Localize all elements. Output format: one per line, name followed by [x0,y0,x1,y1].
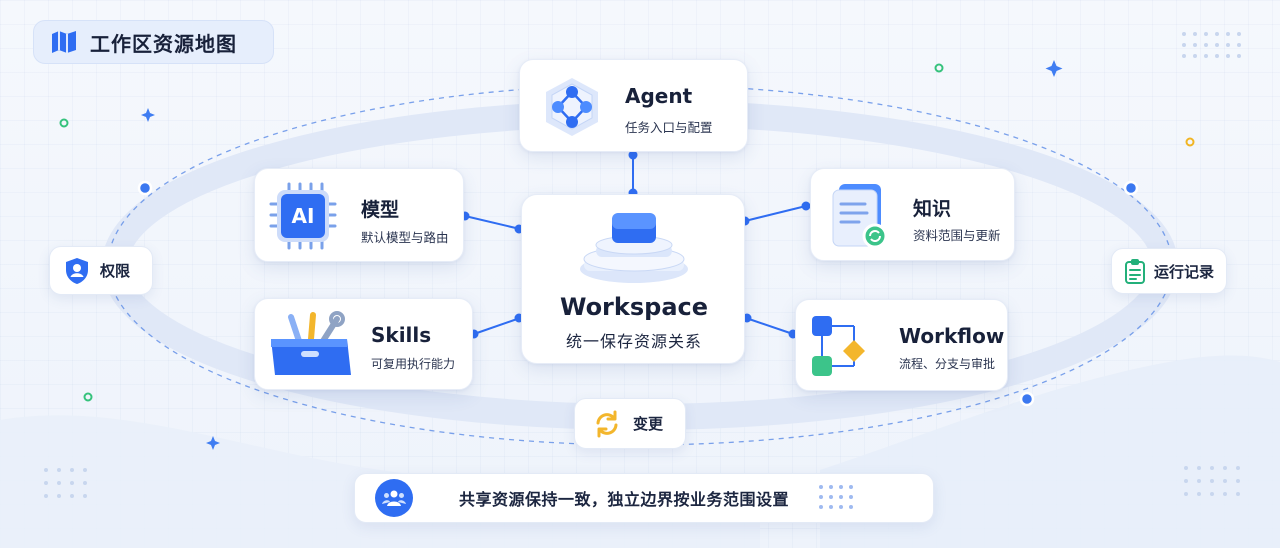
refresh-icon [593,410,621,438]
skills-subtitle: 可复用执行能力 [371,357,456,371]
flowchart-icon [810,314,872,384]
workspace-title: Workspace [559,293,709,321]
decor-dot-grid-bottom-right [1184,466,1240,498]
footer-banner: 共享资源保持一致，独立边界按业务范围设置 [354,473,934,523]
model-card[interactable]: AI 模型 默认模型与路由 [254,168,464,262]
knowledge-subtitle: 资料范围与更新 [913,228,1001,243]
decor-dot-grid-top-right [1182,32,1242,64]
model-title: 模型 [361,199,400,221]
skills-title: Skills [371,323,432,347]
skills-card[interactable]: Skills 可复用执行能力 [254,298,473,390]
layered-stack-icon [574,207,694,295]
footer-dot-grid [819,485,859,511]
run-log-pill[interactable]: 运行记录 [1111,248,1227,294]
workflow-subtitle: 流程、分支与审批 [899,357,996,371]
agent-subtitle: 任务入口与配置 [625,120,713,135]
shield-user-icon [64,257,90,285]
agent-graph-icon [536,72,608,146]
page-title: 工作区资源地图 [90,31,237,56]
clipboard-icon [1124,258,1146,284]
agent-title: Agent [625,84,693,108]
changes-pill[interactable]: 变更 [574,398,686,449]
knowledge-card[interactable]: 知识 资料范围与更新 [810,168,1015,261]
permissions-pill[interactable]: 权限 [49,246,153,295]
ai-chip-icon: AI [267,180,339,256]
changes-label: 变更 [633,415,664,433]
header-badge: 工作区资源地图 [33,20,274,64]
toolbox-icon [267,309,357,385]
map-icon [50,30,78,54]
workflow-title: Workflow [899,324,1005,348]
permissions-label: 权限 [100,262,131,280]
decor-dot-grid-bottom-left [44,468,88,500]
team-icon [375,479,413,517]
model-subtitle: 默认模型与路由 [361,230,449,245]
workspace-card[interactable]: Workspace 统一保存资源关系 [521,194,745,364]
ai-chip-label: AI [291,204,315,228]
agent-card[interactable]: Agent 任务入口与配置 [519,59,748,152]
document-refresh-icon [825,178,901,258]
run-log-label: 运行记录 [1154,262,1215,281]
footer-text: 共享资源保持一致，独立边界按业务范围设置 [459,490,790,509]
knowledge-title: 知识 [913,198,952,220]
workspace-subtitle: 统一保存资源关系 [565,332,702,351]
workflow-card[interactable]: Workflow 流程、分支与审批 [795,299,1008,391]
